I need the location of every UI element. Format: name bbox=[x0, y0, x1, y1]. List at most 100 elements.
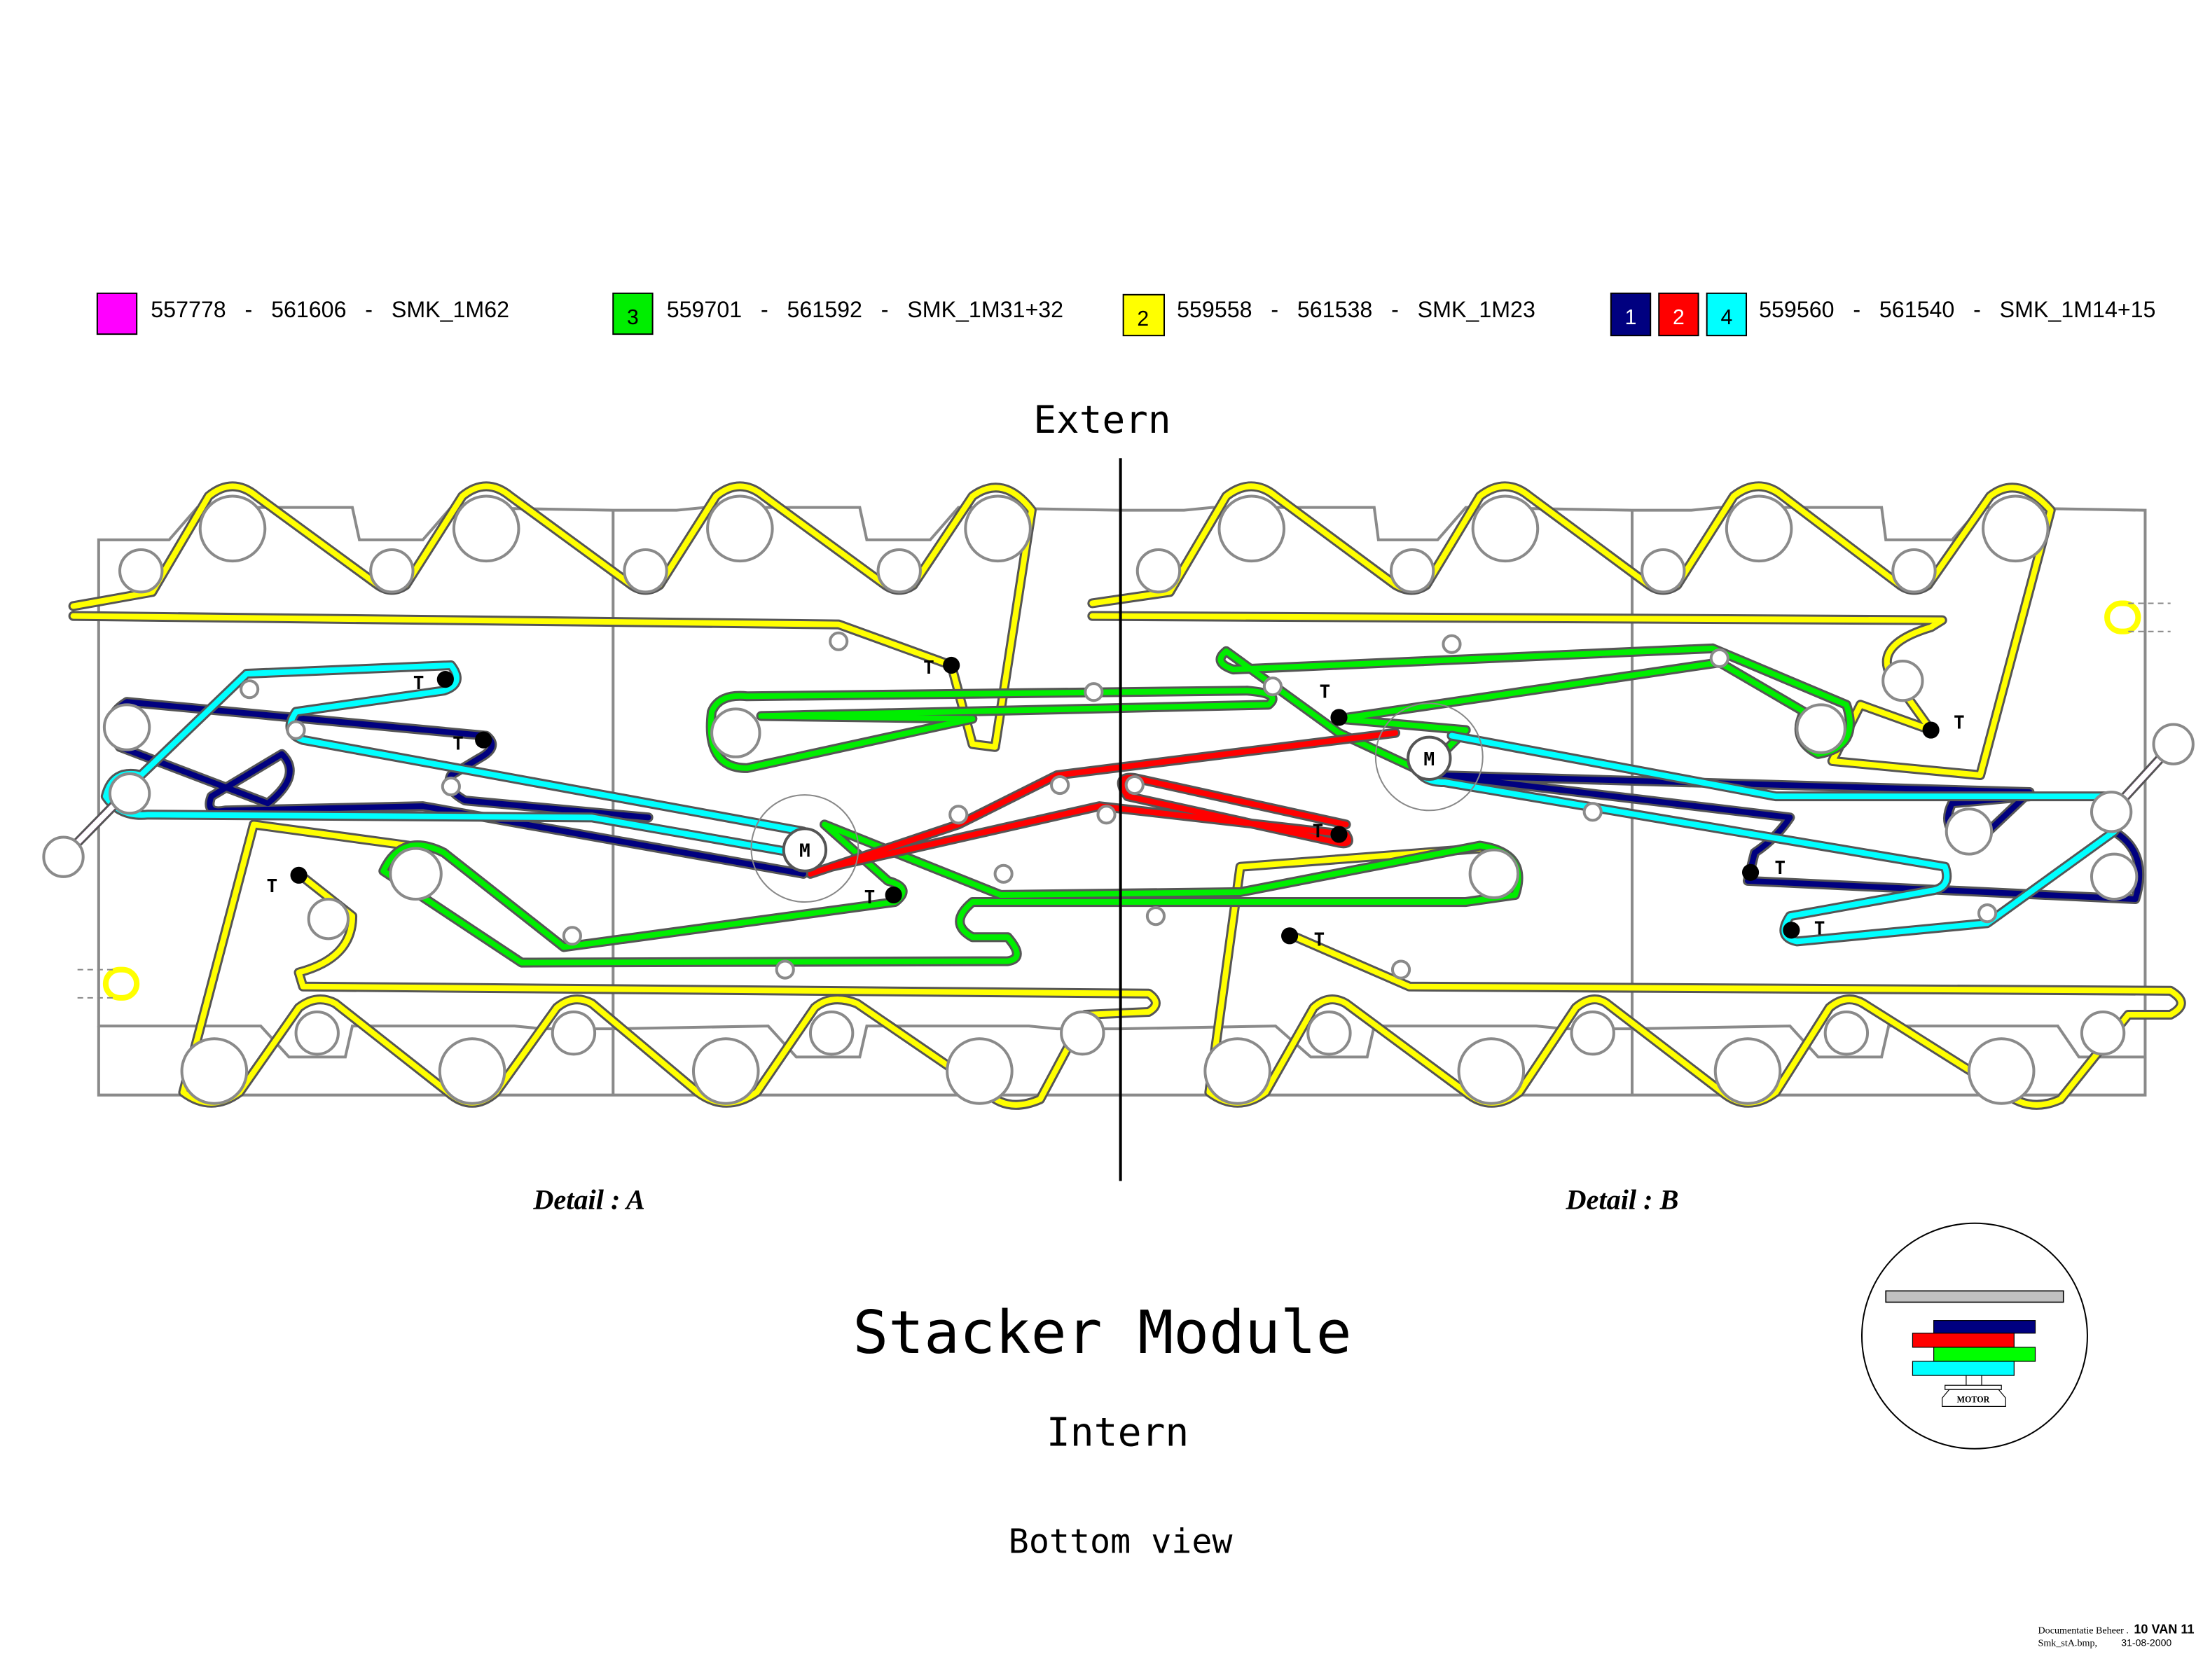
roller bbox=[1060, 1010, 1105, 1056]
roller bbox=[1891, 548, 1937, 594]
top-small-rollers bbox=[118, 548, 1937, 594]
tensioner-icon bbox=[1330, 826, 1348, 843]
tensioner-icon bbox=[475, 731, 492, 749]
legend-text: 559558 - 561538 - SMK_1M23 bbox=[1177, 297, 1535, 322]
tensioner-icon bbox=[290, 866, 308, 884]
roller bbox=[1709, 648, 1729, 669]
legend-text: 559701 - 561592 - SMK_1M31+32 bbox=[667, 297, 1063, 322]
legend-number: 4 bbox=[1720, 306, 1732, 329]
roller bbox=[180, 1037, 249, 1105]
roller bbox=[2152, 723, 2195, 765]
belt-cyan-a bbox=[102, 662, 821, 860]
roller bbox=[102, 703, 151, 751]
footer: Documentatie Beheer . 10 VAN 11 Smk_stA.… bbox=[2038, 1622, 2195, 1648]
roller bbox=[1977, 903, 1998, 924]
roller bbox=[946, 1037, 1014, 1105]
roller bbox=[1442, 634, 1462, 654]
tensioners: T T T T T T T T T T T bbox=[266, 656, 1965, 950]
roller bbox=[775, 959, 795, 980]
belt-cyan-a-edge bbox=[100, 660, 823, 862]
roller bbox=[1713, 1037, 1782, 1105]
legend-number: 3 bbox=[627, 306, 639, 329]
tensioner-icon bbox=[885, 886, 902, 904]
roller bbox=[240, 679, 260, 700]
roller bbox=[438, 1037, 506, 1105]
roller bbox=[2080, 1010, 2126, 1056]
motor-a: M bbox=[750, 794, 859, 903]
roller bbox=[1203, 1037, 1271, 1105]
legend-item-magenta: 557778 - 561606 - SMK_1M62 bbox=[96, 292, 509, 335]
tensioner-label: T bbox=[1313, 929, 1325, 950]
roller bbox=[294, 1010, 340, 1056]
motor-pulley bbox=[1407, 735, 1452, 781]
roller bbox=[1881, 659, 1924, 702]
belt-cyan-b bbox=[1412, 733, 2127, 945]
roller bbox=[369, 548, 415, 594]
legend-number: 2 bbox=[1673, 306, 1685, 329]
tensioner-label: T bbox=[413, 673, 424, 694]
footer-dept: Documentatie Beheer . bbox=[2038, 1625, 2129, 1636]
tensioner-icon bbox=[1922, 721, 1940, 739]
roller bbox=[1306, 1010, 1352, 1056]
roller bbox=[623, 548, 668, 594]
roller bbox=[1823, 1010, 1870, 1056]
roller bbox=[1124, 775, 1145, 796]
motor-stack-inset: MOTOR bbox=[1861, 1222, 2088, 1450]
roller bbox=[1145, 906, 1166, 926]
inset-motor-label: MOTOR bbox=[1957, 1394, 1990, 1404]
legend-swatch-navy bbox=[1610, 292, 1652, 337]
legend-number: 1 bbox=[1625, 306, 1637, 329]
roller bbox=[1982, 494, 2050, 563]
connector-stub-left bbox=[102, 966, 140, 1001]
roller bbox=[706, 494, 774, 563]
roller bbox=[829, 631, 849, 651]
legend: 557778 - 561606 - SMK_1M62 3 559701 - 56… bbox=[96, 292, 2155, 337]
belt-green-a bbox=[707, 688, 1276, 771]
roller bbox=[710, 707, 761, 758]
legend-swatch-magenta bbox=[96, 292, 138, 335]
tensioner-icon bbox=[943, 656, 960, 674]
inset-plate bbox=[1885, 1290, 2064, 1303]
legend-swatch-yellow bbox=[1122, 293, 1166, 337]
tensioner-icon bbox=[1330, 709, 1348, 726]
inset-pulley-cyan bbox=[1912, 1361, 2015, 1376]
footer-file: Smk_stA.bmp, bbox=[2038, 1637, 2097, 1648]
legend-swatch-red bbox=[1658, 292, 1699, 337]
roller bbox=[808, 1010, 855, 1056]
legend-item-navy-red-cyan: 1 2 4 559560 - 561540 - SMK_1M14+15 bbox=[1610, 292, 2155, 337]
roller bbox=[389, 847, 443, 901]
tensioner-icon bbox=[436, 671, 454, 688]
bottom-small-rollers bbox=[294, 1010, 2126, 1056]
roller bbox=[2090, 852, 2139, 901]
motor-pulley bbox=[782, 827, 828, 873]
roller bbox=[1457, 1037, 1526, 1105]
tensioner-label: T bbox=[923, 658, 934, 679]
rollers bbox=[42, 494, 2195, 1105]
roller bbox=[964, 494, 1032, 563]
roller bbox=[2090, 791, 2133, 833]
legend-number: 2 bbox=[1137, 307, 1149, 331]
connector-dashes bbox=[2128, 602, 2171, 632]
roller bbox=[1582, 802, 1603, 822]
roller bbox=[1945, 807, 1994, 856]
inset-flange bbox=[1945, 1384, 2002, 1390]
inset-pulley-green bbox=[1933, 1347, 2036, 1362]
roller bbox=[452, 494, 520, 563]
roller bbox=[1096, 805, 1117, 825]
roller bbox=[1725, 494, 1793, 563]
tensioner-label: T bbox=[1774, 858, 1786, 879]
roller bbox=[198, 494, 267, 563]
roller bbox=[1570, 1010, 1615, 1056]
tensioner-label: T bbox=[1320, 681, 1331, 702]
inset-pulley-red bbox=[1912, 1333, 2015, 1348]
tensioner-label: T bbox=[453, 734, 464, 755]
roller bbox=[1262, 676, 1283, 697]
motor-b: M bbox=[1374, 702, 1484, 812]
roller bbox=[1795, 703, 1846, 754]
roller bbox=[1050, 775, 1070, 796]
top-large-rollers bbox=[198, 494, 2050, 563]
roller bbox=[1471, 494, 1540, 563]
bottom-large-rollers bbox=[180, 1037, 2036, 1105]
roller bbox=[1217, 494, 1286, 563]
intern-label: Intern bbox=[1047, 1410, 1189, 1456]
